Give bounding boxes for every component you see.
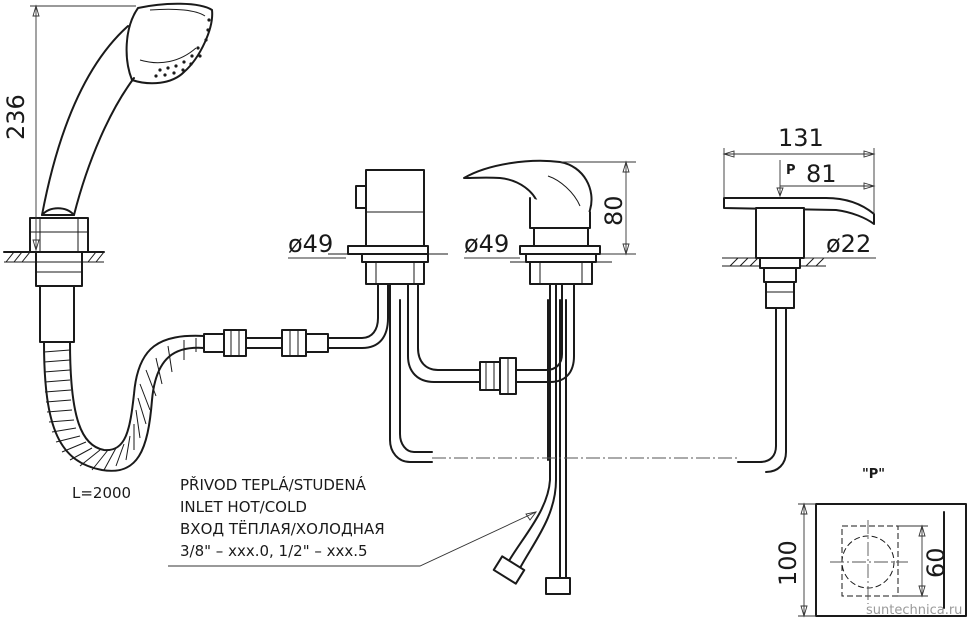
diverter-valve [328,169,448,285]
hand-shower [3,2,214,343]
pipe-coupling-center [479,357,517,395]
flexible-hose [43,334,205,472]
hose-coupling-1 [203,329,283,357]
dim-spout-diameter-text: ø22 [826,230,871,258]
inlet-note-line3: ВХОД ТЁПЛАЯ/ХОЛОДНАЯ [180,519,385,538]
dimension-80: 80 [560,160,636,256]
dim-diverter-diameter-text: ø49 [288,230,333,258]
dim-80-text: 80 [600,195,628,226]
shower-nozzle-holes [154,18,211,78]
dim-81-text: 81 [806,160,837,188]
hose-coupling-2 [281,329,329,357]
dimension-diverter-diameter: ø49 [288,230,346,259]
inlet-note-line1: PŘIVOD TEPLÁ/STUDENÁ [180,475,367,494]
inlet-note: PŘIVOD TEPLÁ/STUDENÁ INLET HOT/COLD ВХОД… [168,475,538,567]
dimension-spout-diameter: ø22 [804,230,876,259]
detail-p: "P" 100 60 [774,467,967,618]
detail-100-text: 100 [774,540,802,586]
dim-mixer-diameter-text: ø49 [464,230,509,258]
dimension-131: 131 [722,124,876,214]
inlet-note-line2: INLET HOT/COLD [180,498,307,516]
dim-point-p-text: P [786,163,796,178]
hose-length-label: L=2000 [72,484,131,502]
dimension-81: 81 P [776,160,876,198]
detail-60-text: 60 [922,547,950,578]
dimension-mixer-diameter: ø49 [464,230,520,259]
dim-236-text: 236 [2,94,30,140]
spout [722,197,875,309]
dimension-236: 236 [2,4,136,252]
mixer-body [463,159,612,285]
dim-131-text: 131 [778,124,824,152]
inlet-note-line4: 3/8" – xxx.0, 1/2" – xxx.5 [180,542,368,560]
watermark: suntechnica.ru [866,603,962,618]
detail-p-label: "P" [862,467,885,482]
